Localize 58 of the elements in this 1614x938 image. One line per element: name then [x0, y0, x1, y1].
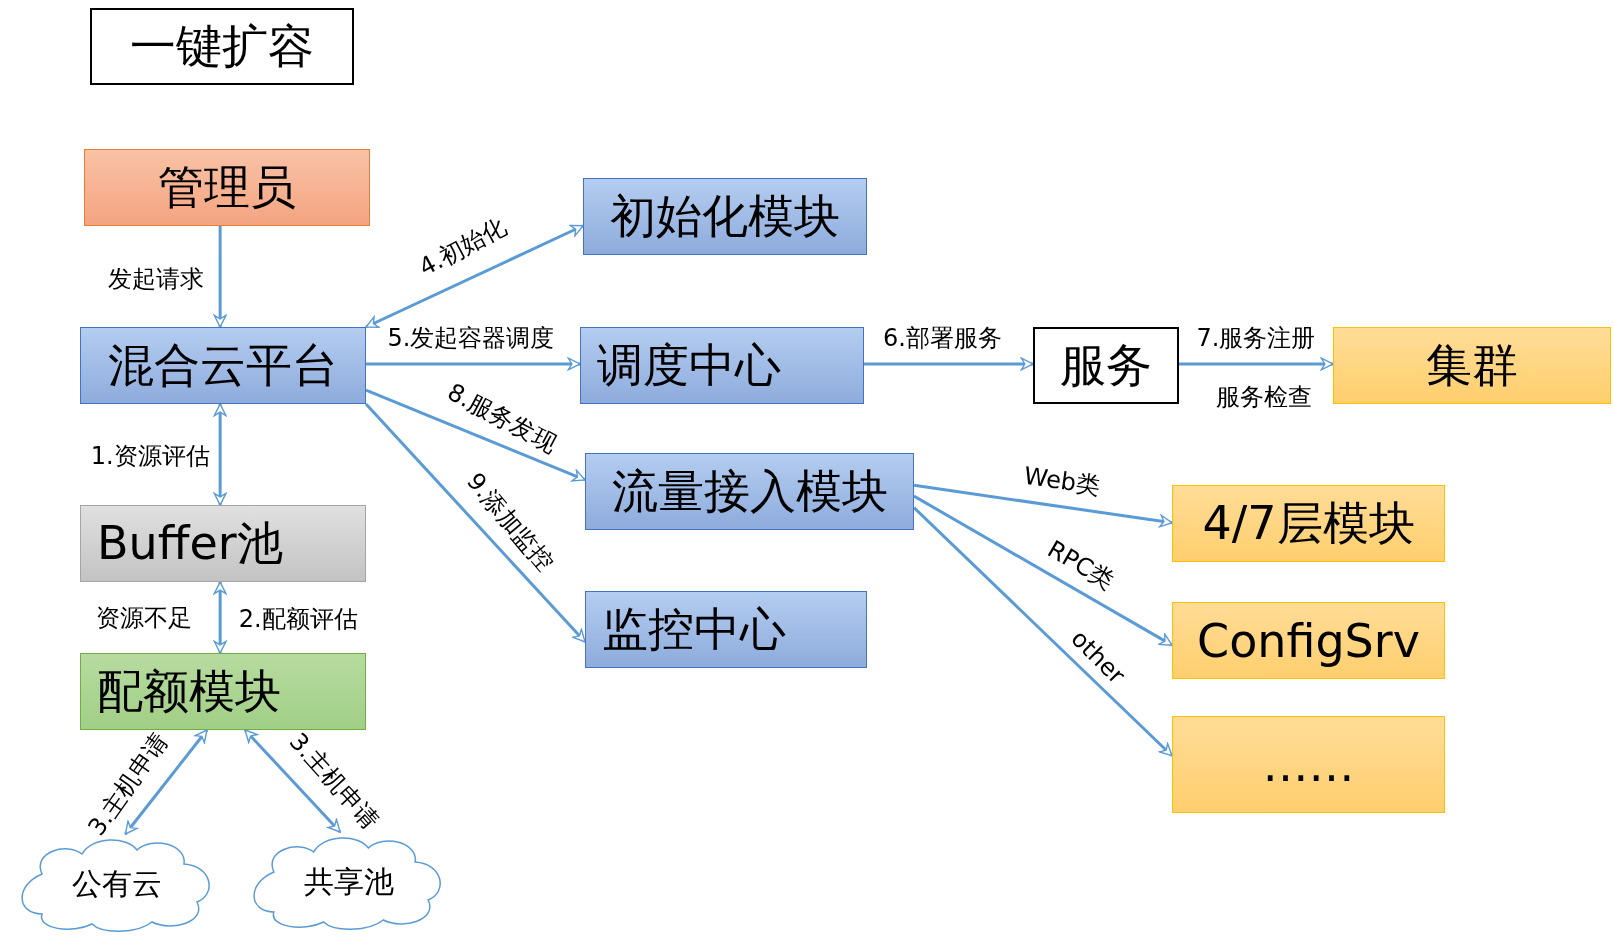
process-box — [1033, 327, 1179, 404]
node-label: …… — [1262, 737, 1355, 792]
edge-label: 5.发起容器调度 — [387, 322, 555, 354]
process-box — [580, 327, 864, 404]
node-label: 混合云平台 — [108, 336, 338, 394]
arrow — [124, 729, 209, 835]
note-label: 服务检查 — [1216, 382, 1312, 413]
arrow — [366, 357, 581, 371]
edge-label: 2.配额评估 — [238, 603, 358, 635]
arrow — [213, 581, 227, 654]
process-box — [1333, 327, 1611, 404]
edge-label: 8.服务发现 — [441, 376, 562, 461]
arrow — [864, 357, 1034, 371]
arrow — [364, 403, 587, 643]
node-label: 管理员 — [158, 158, 296, 216]
node-label: 监控中心 — [602, 600, 786, 658]
node-label: ConfigSrv — [1197, 613, 1420, 668]
title-box: 一键扩容 — [90, 8, 354, 85]
edge-label: RPC类 — [1041, 533, 1121, 597]
edge-label: 发起请求 — [108, 263, 205, 295]
arrow — [1179, 357, 1334, 371]
process-box — [1172, 716, 1445, 813]
process-box — [80, 653, 366, 730]
edge-label: 4.初始化 — [413, 211, 512, 284]
process-box — [1172, 602, 1445, 679]
note-label: 资源不足 — [96, 603, 192, 634]
node-label: 配额模块 — [97, 662, 281, 720]
node-label: Buffer池 — [97, 514, 283, 572]
process-box — [585, 591, 867, 668]
arrow — [913, 483, 1173, 528]
process-box — [583, 178, 867, 255]
process-box — [585, 453, 914, 530]
edge-label: 7.服务注册 — [1196, 322, 1316, 354]
node-label: 初始化模块 — [610, 187, 840, 245]
edge-label: 6.部署服务 — [883, 322, 1002, 354]
edge-label: 3.主机申请 — [81, 726, 175, 842]
edge-label: 9.添加监控 — [459, 466, 560, 578]
arrow — [365, 388, 586, 482]
arrow — [213, 226, 227, 328]
arrow — [913, 494, 1173, 647]
node-label: 调度中心 — [597, 336, 781, 394]
process-box — [1172, 485, 1445, 562]
arrow — [213, 403, 227, 506]
node-label: 4/7层模块 — [1202, 494, 1415, 552]
node-label: 公有云 — [72, 864, 162, 903]
process-box — [80, 327, 366, 404]
process-box — [80, 505, 366, 582]
arrow — [243, 728, 342, 834]
arrow — [912, 506, 1174, 757]
edge-label: Web类 — [1022, 460, 1102, 503]
edge-label: 3.主机申请 — [282, 726, 385, 836]
node-label: 集群 — [1426, 336, 1518, 394]
node-label: 服务 — [1060, 336, 1152, 394]
arrow — [365, 224, 584, 329]
node-label: 流量接入模块 — [611, 462, 888, 520]
edge-label: 1.资源评估 — [90, 440, 210, 472]
node-label: 共享池 — [303, 862, 394, 901]
process-box — [84, 149, 370, 226]
